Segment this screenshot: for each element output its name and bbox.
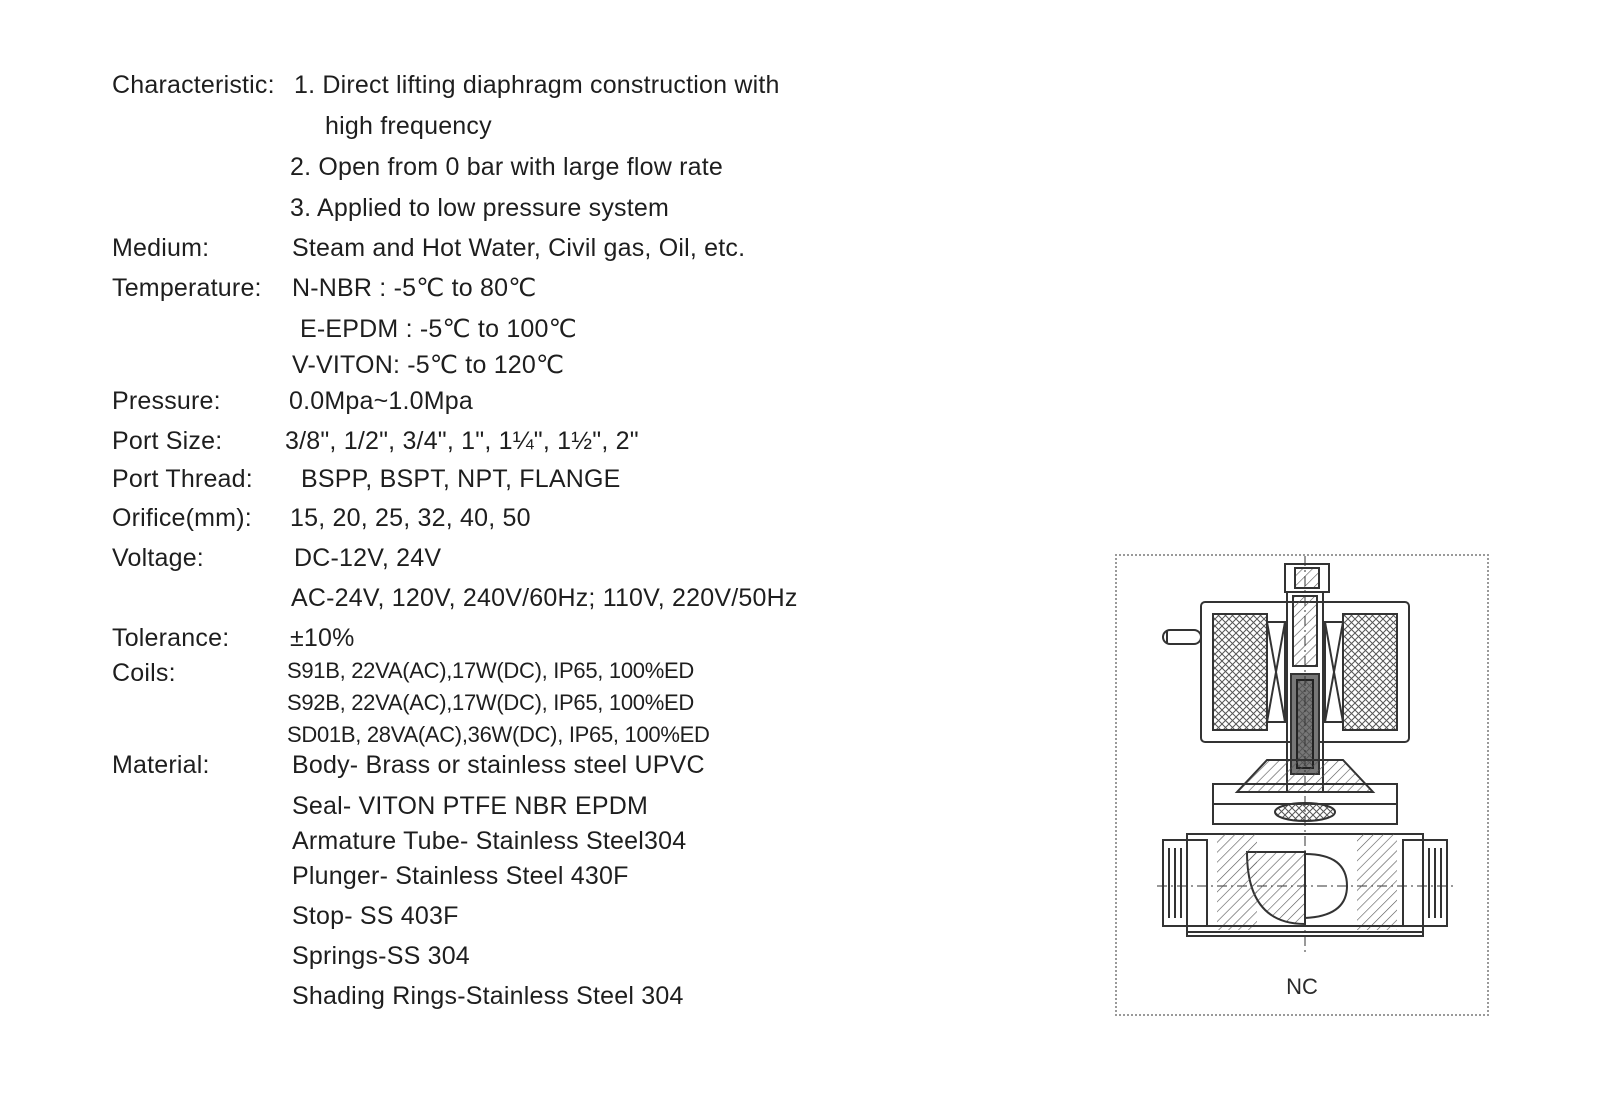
spec-label: Coils: xyxy=(112,659,176,687)
spec-value: Body- Brass or stainless steel UPVC xyxy=(292,751,705,779)
spec-value: 2. Open from 0 bar with large flow rate xyxy=(290,153,723,181)
spec-value: high frequency xyxy=(325,112,492,140)
spec-value: 1. Direct lifting diaphragm construction… xyxy=(294,71,780,99)
spec-value: S92B, 22VA(AC),17W(DC), IP65, 100%ED xyxy=(287,690,694,715)
spec-value: S91B, 22VA(AC),17W(DC), IP65, 100%ED xyxy=(287,658,694,683)
spec-label: Tolerance: xyxy=(112,624,230,652)
spec-value: 0.0Mpa~1.0Mpa xyxy=(289,387,473,415)
spec-value: 3. Applied to low pressure system xyxy=(290,194,669,222)
spec-value: SD01B, 28VA(AC),36W(DC), IP65, 100%ED xyxy=(287,722,710,747)
spec-value: Stop- SS 403F xyxy=(292,902,459,930)
spec-value: Seal- VITON PTFE NBR EPDM xyxy=(292,792,648,820)
spec-label: Material: xyxy=(112,751,210,779)
spec-value: DC-12V, 24V xyxy=(294,544,442,572)
spec-label: Characteristic: xyxy=(112,71,275,99)
spec-value: Springs-SS 304 xyxy=(292,942,470,970)
spec-value: Plunger- Stainless Steel 430F xyxy=(292,862,629,890)
spec-value: AC-24V, 120V, 240V/60Hz; 110V, 220V/50Hz xyxy=(291,584,798,612)
spec-label: Port Thread: xyxy=(112,465,253,493)
valve-diagram: NC xyxy=(1115,554,1489,1016)
spec-label: Medium: xyxy=(112,234,210,262)
spec-value: 15, 20, 25, 32, 40, 50 xyxy=(290,504,531,532)
spec-value: V-VITON: -5℃ to 120℃ xyxy=(292,351,565,379)
spec-label: Port Size: xyxy=(112,427,223,455)
solenoid-valve-cross-section-icon xyxy=(1157,556,1453,952)
spec-value: ±10% xyxy=(290,624,355,652)
spec-label: Pressure: xyxy=(112,387,221,415)
spec-value: Steam and Hot Water, Civil gas, Oil, etc… xyxy=(292,234,746,262)
spec-value: E-EPDM : -5℃ to 100℃ xyxy=(300,315,577,343)
spec-value: N-NBR : -5℃ to 80℃ xyxy=(292,274,537,302)
diagram-caption: NC xyxy=(1286,974,1318,999)
spec-label: Voltage: xyxy=(112,544,204,572)
spec-value: Armature Tube- Stainless Steel304 xyxy=(292,827,687,855)
spec-label: Orifice(mm): xyxy=(112,504,252,532)
spec-label: Temperature: xyxy=(112,274,262,302)
spec-value: BSPP, BSPT, NPT, FLANGE xyxy=(301,465,621,493)
spec-value: 3/8", 1/2", 3/4", 1", 1¼", 1½", 2" xyxy=(285,427,639,455)
spec-value: Shading Rings-Stainless Steel 304 xyxy=(292,982,684,1010)
